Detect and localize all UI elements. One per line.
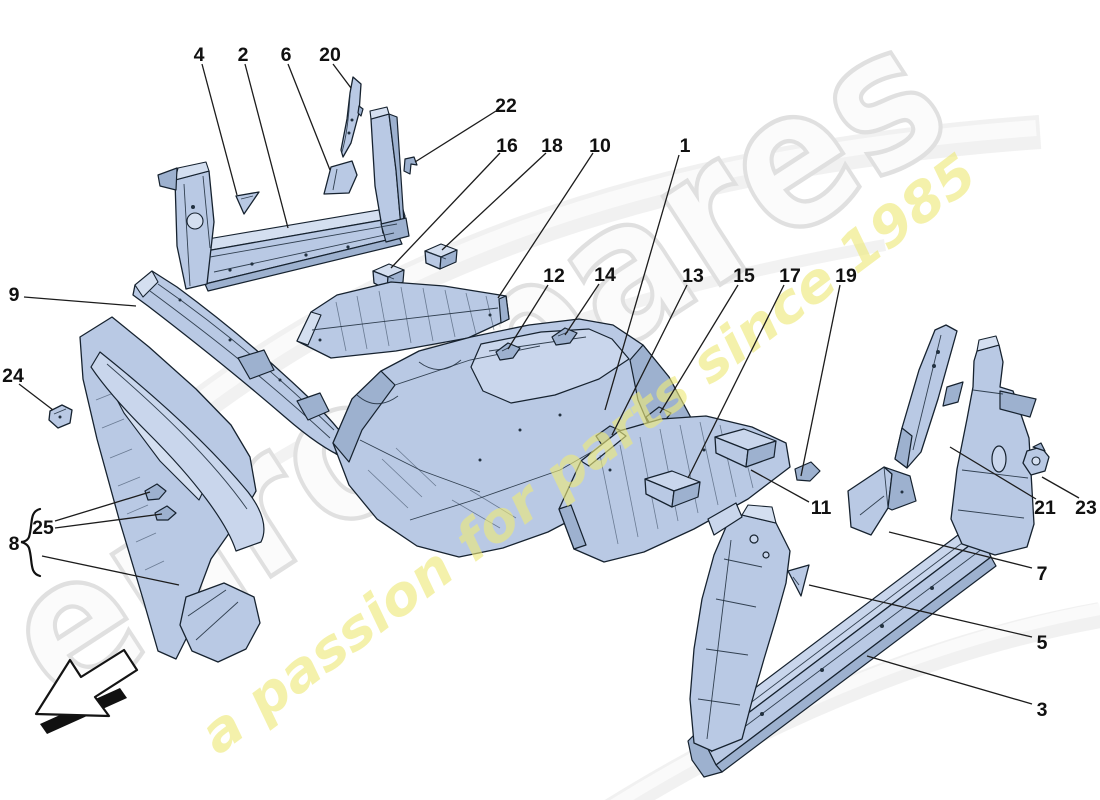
leader-line-25 <box>54 491 151 522</box>
leader-line-13 <box>611 284 688 436</box>
part-20-drawing <box>340 76 364 158</box>
leader-lines-group <box>18 63 1080 705</box>
leader-line-9 <box>23 296 137 307</box>
callout-label-1: 1 <box>680 135 691 157</box>
callout-label-2: 2 <box>238 44 249 66</box>
callout-label-14: 14 <box>594 264 616 286</box>
part-19-clip <box>794 461 821 482</box>
callout-label-12: 12 <box>543 265 565 287</box>
callout-label-6: 6 <box>281 44 292 66</box>
callout-label-21: 21 <box>1034 497 1056 519</box>
leader-line-21 <box>949 446 1037 500</box>
leader-line-1 <box>604 154 680 411</box>
callout-label-25: 25 <box>32 517 54 539</box>
part-22-drawing <box>403 156 418 175</box>
direction-arrow <box>34 648 139 734</box>
callout-label-19: 19 <box>835 265 857 287</box>
leader-line-4 <box>201 63 238 196</box>
leader-line-6 <box>287 63 331 171</box>
callout-label-24: 24 <box>2 365 24 387</box>
part-24-drawing <box>48 404 73 429</box>
leader-line-22 <box>414 110 497 163</box>
callout-label-16: 16 <box>496 135 518 157</box>
parts-group <box>48 76 1050 778</box>
part-14-drawing <box>551 327 578 346</box>
leader-line-16 <box>390 152 501 269</box>
leader-line-12 <box>507 284 549 350</box>
part-5-drawing <box>787 564 810 597</box>
leader-line-19 <box>800 284 841 477</box>
leader-line-10 <box>497 152 594 299</box>
callout-label-20: 20 <box>319 44 341 66</box>
callout-label-8: 8 <box>9 533 20 555</box>
part-8-drawing <box>79 316 265 663</box>
leader-line-14 <box>564 283 600 336</box>
callout-label-3: 3 <box>1037 699 1048 721</box>
leader-line-11 <box>750 469 810 503</box>
callout-label-9: 9 <box>9 284 20 306</box>
watermark-swoosh <box>108 115 1100 800</box>
callout-label-23: 23 <box>1075 497 1097 519</box>
leader-line-3 <box>866 655 1033 705</box>
callout-label-13: 13 <box>682 265 704 287</box>
leader-line-23 <box>1041 476 1080 499</box>
callout-label-7: 7 <box>1037 563 1048 585</box>
leader-line-7 <box>888 531 1033 569</box>
b-pillar-drawing <box>950 335 1037 556</box>
part-6-drawing <box>323 160 358 195</box>
leader-line-24 <box>18 383 54 411</box>
callout-label-10: 10 <box>589 135 611 157</box>
part-3-drawing <box>687 502 997 778</box>
leader-line-5 <box>808 584 1033 638</box>
part-4-drawing <box>235 191 260 215</box>
callout-label-18: 18 <box>541 135 563 157</box>
callout-label-15: 15 <box>733 265 755 287</box>
lightening-hole <box>186 212 204 230</box>
part-25-clip-b <box>154 505 177 521</box>
part-23-drawing <box>1022 442 1050 476</box>
part-18-drawing <box>424 243 458 270</box>
leader-line-15 <box>659 284 739 414</box>
part-10-drawing <box>296 281 510 359</box>
part-21-drawing <box>894 324 964 469</box>
part-11-drawing <box>558 415 821 563</box>
callout-labels-group: 4 2 6 20 22 16 18 10 1 12 14 13 15 17 19 9 24 25 8 11 21 23 7 5… <box>2 44 1097 721</box>
leader-line-17 <box>687 284 785 479</box>
leader-line-25-2 <box>54 513 163 529</box>
callout-label-5: 5 <box>1037 632 1048 654</box>
callout-label-22: 22 <box>495 95 517 117</box>
part-25-clip-a <box>144 483 167 501</box>
callout-label-4: 4 <box>194 44 205 66</box>
leader-line-8 <box>41 555 180 586</box>
callout-8-brace <box>20 507 42 578</box>
callout-label-17: 17 <box>779 265 801 287</box>
part-7-drawing <box>847 466 917 536</box>
part-2-drawing <box>157 106 410 292</box>
leader-line-20 <box>332 63 352 89</box>
leader-line-18 <box>441 152 547 251</box>
leader-line-2 <box>244 63 289 229</box>
callout-label-11: 11 <box>811 497 832 519</box>
